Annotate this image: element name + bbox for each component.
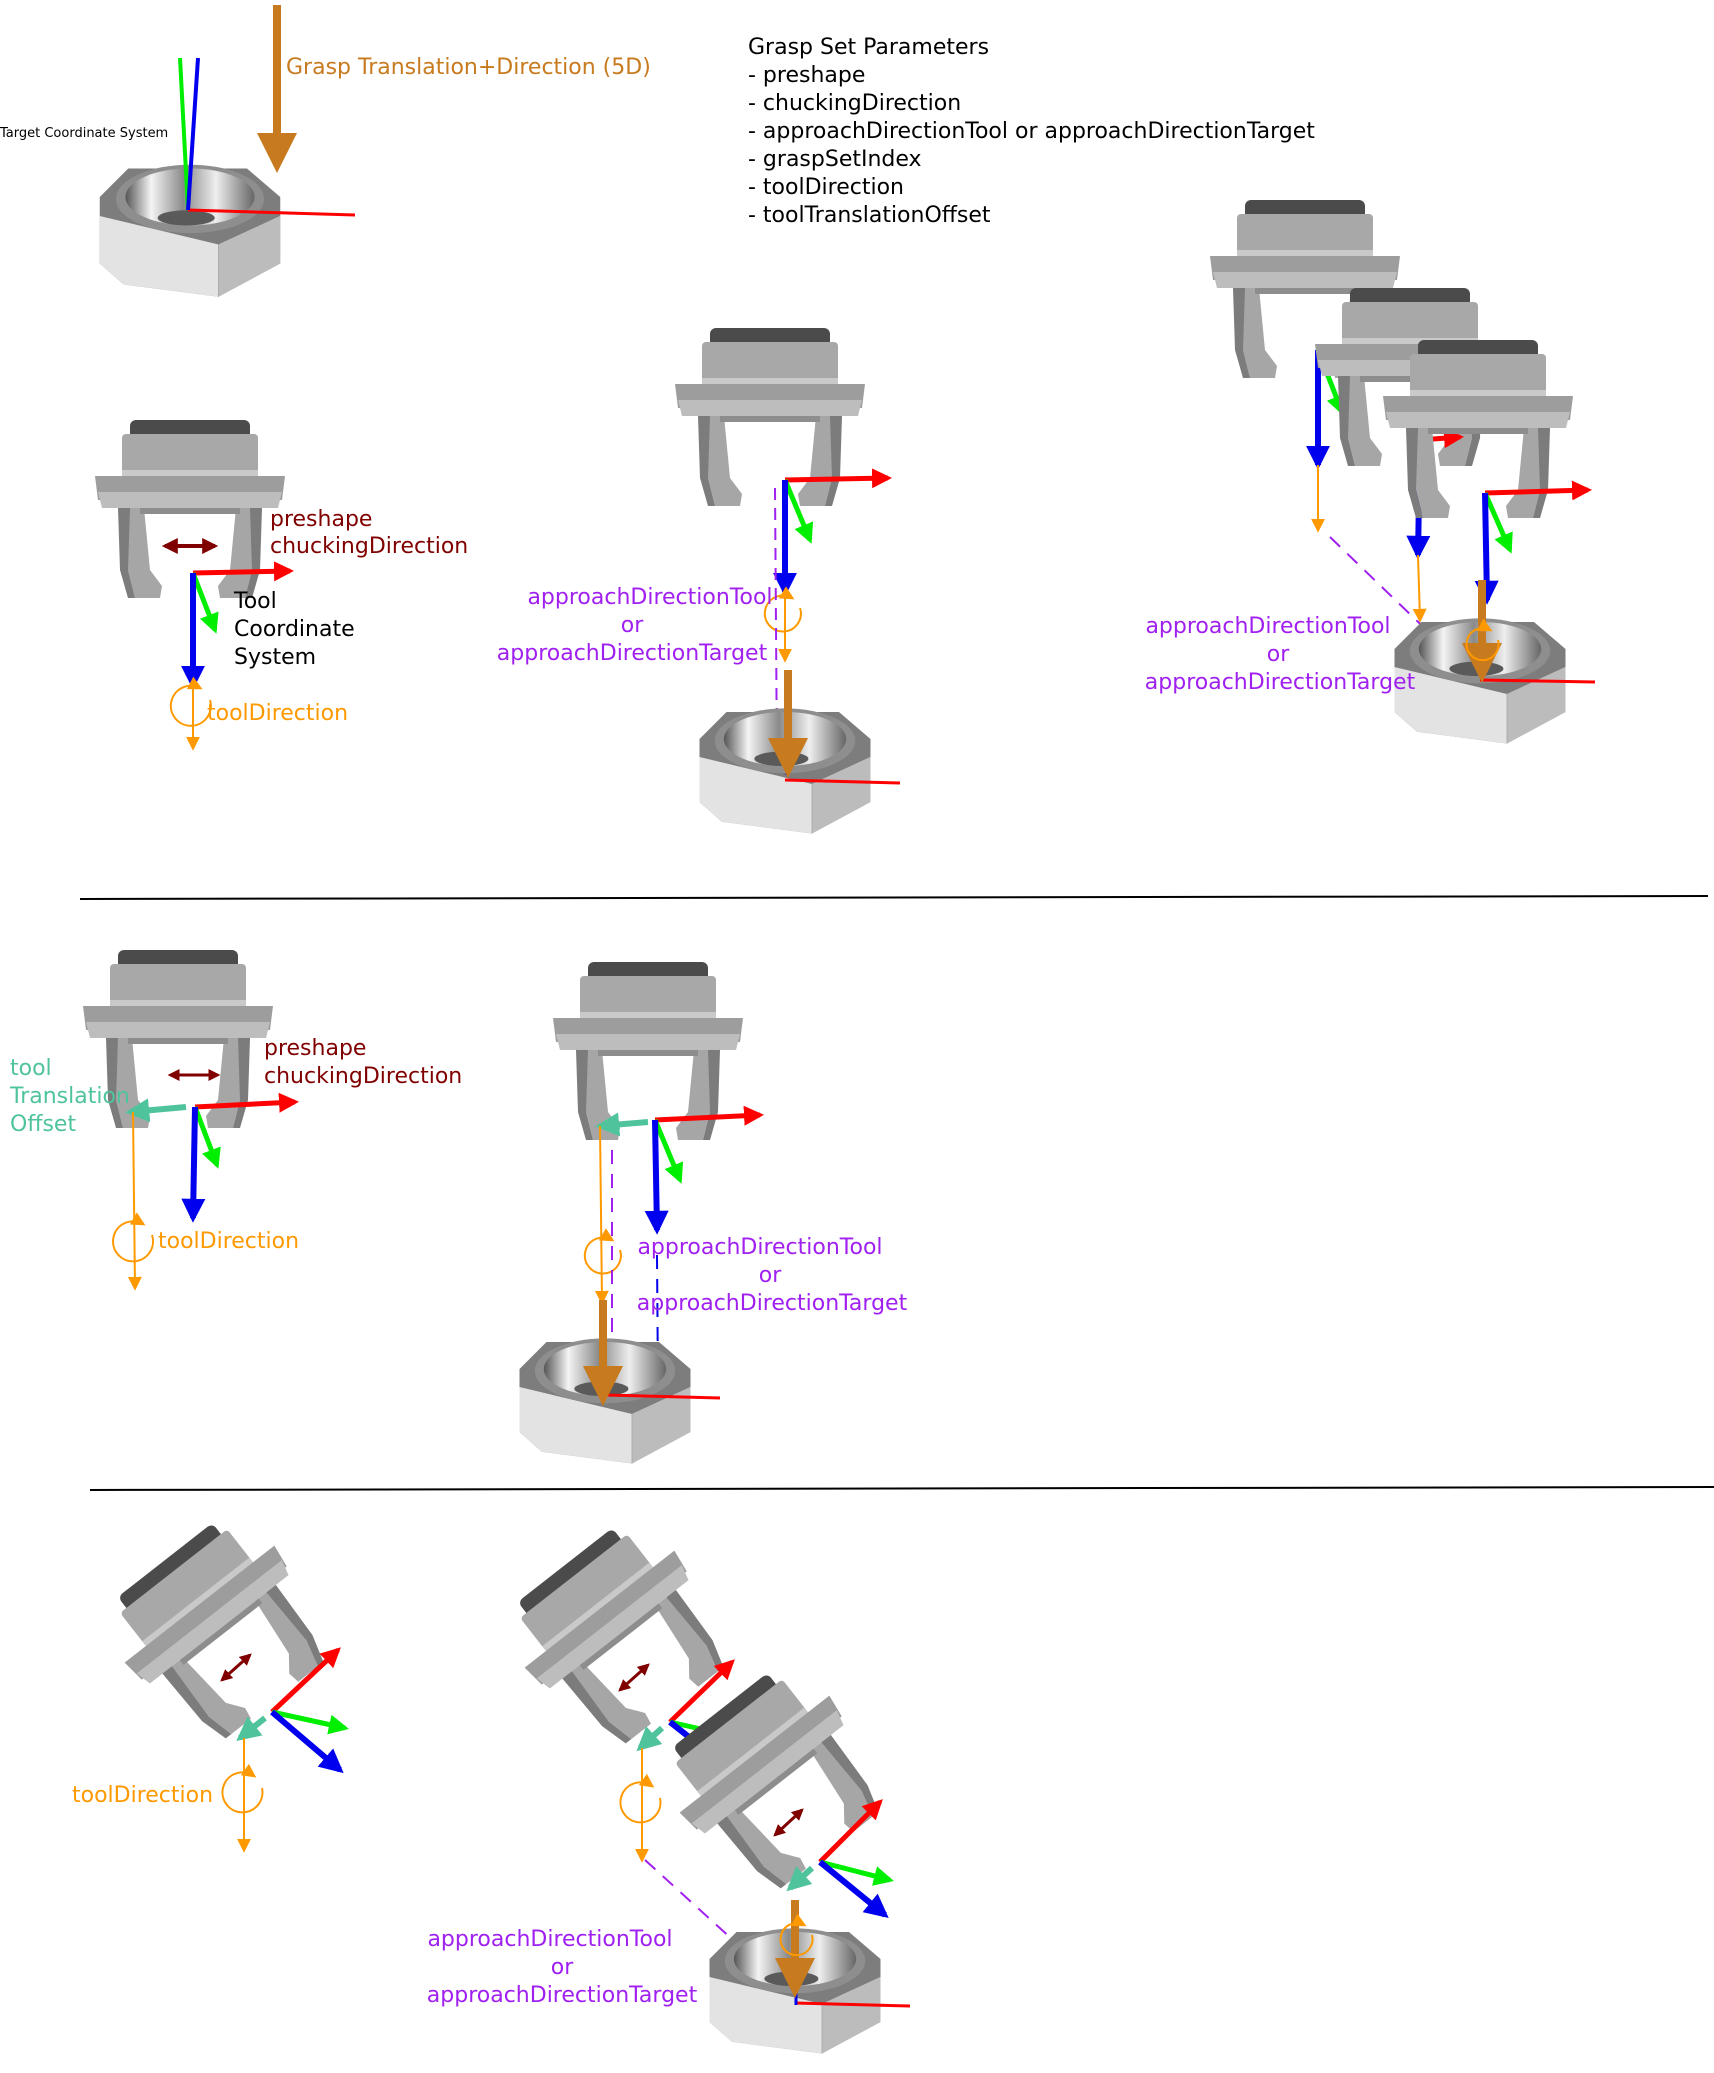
- parameter-item: - toolDirection: [748, 175, 904, 200]
- tool-coordinate-system-label: Coordinate: [234, 617, 355, 642]
- grasp-translation-label: Grasp Translation+Direction (5D): [286, 55, 651, 80]
- tool-direction-label: toolDirection: [207, 701, 348, 726]
- tool-coordinate-system-label: System: [234, 645, 316, 670]
- tool-direction-label: toolDirection: [72, 1783, 213, 1808]
- approach-or-label: or: [759, 1263, 782, 1288]
- approach-direction-tool-label: approachDirectionTool: [637, 1235, 882, 1260]
- offset-label: tool: [10, 1056, 52, 1081]
- approach-or-label: or: [551, 1955, 574, 1980]
- parameter-list-title: Grasp Set Parameters: [748, 35, 989, 60]
- parameter-item: - preshape: [748, 63, 865, 88]
- parameter-item: - chuckingDirection: [748, 91, 961, 116]
- chucking-direction-label: chuckingDirection: [264, 1064, 462, 1089]
- preshape-label: preshape: [270, 507, 372, 532]
- parameter-item: - toolTranslationOffset: [748, 203, 991, 228]
- offset-label: Offset: [10, 1112, 76, 1137]
- approach-or-label: or: [1267, 642, 1290, 667]
- target-coordinate-system-label: Target Coordinate System: [0, 126, 168, 141]
- parameter-item: - approachDirectionTool or approachDirec…: [748, 119, 1315, 144]
- approach-direction-target-label: approachDirectionTarget: [427, 1983, 698, 2008]
- target-nut-top: [100, 5, 355, 297]
- approach-direction-target-label: approachDirectionTarget: [497, 641, 768, 666]
- chucking-direction-label: chuckingDirection: [270, 534, 468, 559]
- parameter-list: Grasp Set Parameters - preshape - chucki…: [748, 35, 1315, 228]
- section-divider: [90, 1487, 1714, 1490]
- gripper-offset-approach: [520, 962, 761, 1464]
- approach-direction-tool-label: approachDirectionTool: [527, 585, 772, 610]
- offset-label: Translation: [9, 1084, 130, 1109]
- tool-direction-label: toolDirection: [158, 1229, 299, 1254]
- preshape-label: preshape: [264, 1036, 366, 1061]
- approach-direction-target-label: approachDirectionTarget: [637, 1291, 908, 1316]
- tool-coordinate-system-label: Tool: [233, 589, 277, 614]
- gripper-tool-frame: [95, 420, 290, 748]
- approach-direction-tool-label: approachDirectionTool: [427, 1927, 672, 1952]
- gripper-approach-middle: [675, 328, 900, 834]
- parameter-item: - graspSetIndex: [748, 147, 922, 172]
- approach-direction-tool-label: approachDirectionTool: [1145, 614, 1390, 639]
- approach-or-label: or: [621, 613, 644, 638]
- section-divider: [80, 896, 1708, 899]
- approach-direction-target-label: approachDirectionTarget: [1145, 670, 1416, 695]
